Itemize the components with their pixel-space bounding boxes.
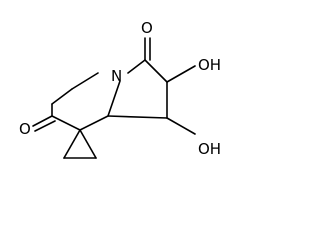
molecule-canvas: O N OH OH O bbox=[19, 19, 222, 159]
atom-label-oh-lower: OH bbox=[198, 140, 221, 158]
bond-c3-c2 bbox=[144, 59, 168, 83]
bond-cyclopropane-b bbox=[79, 129, 97, 159]
bond-c2-oh bbox=[166, 65, 196, 83]
bond-c1-c8a bbox=[107, 115, 168, 119]
bond-c8-o-single bbox=[32, 115, 53, 127]
bond-c8-o-double bbox=[34, 120, 56, 132]
bond-c8a-n bbox=[107, 80, 121, 117]
atom-label-oh-upper: OH bbox=[198, 56, 221, 74]
chemical-structure: O N OH OH O bbox=[19, 19, 221, 159]
bond-spiro-c8a bbox=[79, 115, 109, 131]
atom-label-o-left: O bbox=[19, 120, 31, 138]
bond-c1-oh bbox=[166, 117, 196, 135]
bond-n-c3 bbox=[127, 59, 146, 74]
bond-ring6-c1-c2 bbox=[51, 88, 73, 105]
atom-label-n: N bbox=[111, 67, 122, 85]
atom-label-o-top: O bbox=[141, 19, 153, 37]
bond-ring6-c3-spiro bbox=[51, 115, 81, 131]
bond-cyclopropane-a bbox=[63, 129, 81, 159]
bond-ring6-c1-n bbox=[71, 72, 99, 90]
